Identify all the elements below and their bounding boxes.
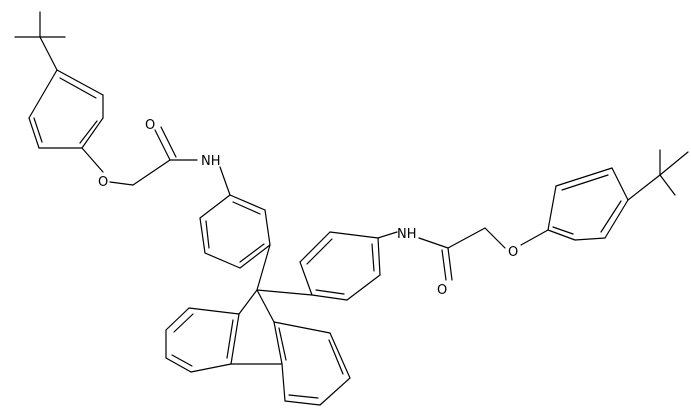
linker-left xyxy=(81,126,231,196)
phenyl-ring-middle xyxy=(299,231,381,301)
phenyl-ring-right xyxy=(547,167,629,241)
phenyl-ring-left xyxy=(28,69,104,149)
phenyl-ring-upper xyxy=(199,194,271,291)
amine-label-right: NH xyxy=(397,227,417,242)
carbonyl-oxygen-label-right: O xyxy=(437,283,447,298)
tert-butyl-group-right xyxy=(627,149,689,201)
tert-butyl-group-left xyxy=(14,11,66,71)
linker-right xyxy=(377,227,549,281)
fluorene-core xyxy=(165,289,351,406)
amine-label-left: NH xyxy=(201,154,221,169)
ether-oxygen-label-right: O xyxy=(508,245,518,260)
ether-oxygen-label-left: O xyxy=(98,175,108,190)
carbonyl-oxygen-label-left: O xyxy=(145,118,155,133)
